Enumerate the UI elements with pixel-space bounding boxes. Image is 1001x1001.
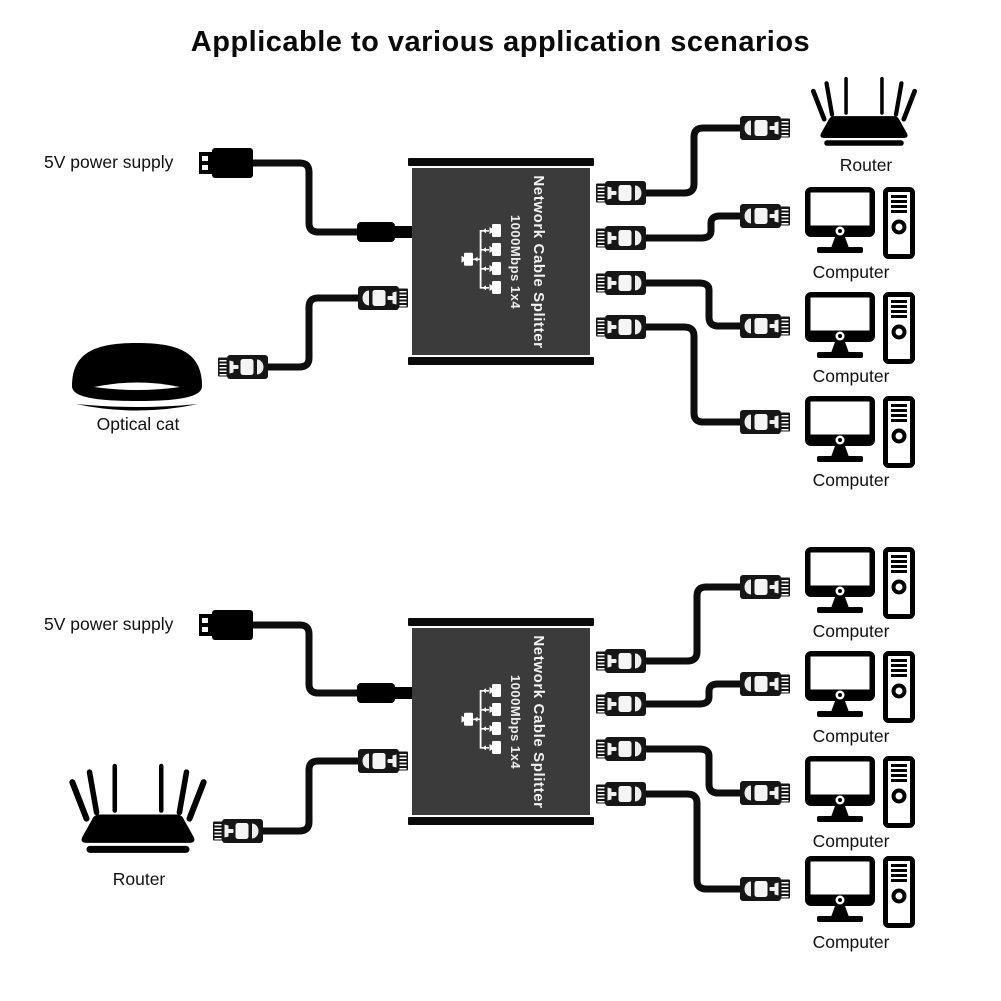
cable — [258, 757, 372, 835]
s1-output-label: Computer — [812, 262, 890, 282]
splitter-name: Network Cable Splitter — [530, 634, 547, 809]
rj45-connector-icon — [596, 692, 646, 716]
usb-plug-icon — [199, 148, 253, 178]
one-to-four-topology-icon — [455, 682, 501, 762]
rj45-connector-icon — [740, 781, 790, 805]
cable — [638, 279, 752, 330]
cable — [249, 621, 369, 697]
cable — [638, 124, 752, 197]
rj45-connector-icon — [740, 877, 790, 901]
rj45-connector-icon — [596, 737, 646, 761]
s1-output-label: Router — [839, 155, 893, 175]
page-title: Applicable to various application scenar… — [190, 26, 811, 58]
cable — [638, 680, 752, 708]
rj45-connector-icon — [596, 782, 646, 806]
usb-plug-icon — [199, 610, 253, 640]
router-icon — [60, 760, 216, 861]
rj45-connector-icon — [596, 315, 646, 339]
rj45-connector-icon — [740, 410, 790, 434]
router-icon — [797, 74, 931, 152]
s2-output-label: Computer — [812, 726, 890, 746]
splitter-spec: 1000Mbps 1x4 — [508, 214, 523, 309]
rj45-connector-icon — [358, 749, 408, 773]
splitter-end-cap — [408, 158, 594, 166]
rj45-connector-icon — [740, 672, 790, 696]
splitter-body: Network Cable Splitter 1000Mbps 1x4 — [412, 628, 590, 815]
cable — [249, 159, 369, 236]
computer-icon — [805, 547, 915, 619]
cable — [638, 323, 752, 426]
splitter-end-cap — [408, 357, 594, 365]
cable — [262, 294, 372, 371]
rj45-connector-icon — [596, 649, 646, 673]
rj45-connector-icon — [218, 355, 268, 379]
s2-power-supply-label: 5V power supply — [44, 614, 174, 634]
rj45-connector-icon — [740, 204, 790, 228]
rj45-connector-icon — [596, 271, 646, 295]
s2-output-label: Computer — [812, 831, 890, 851]
cable — [638, 745, 752, 797]
network-cable-splitter: Network Cable Splitter 1000Mbps 1x4 — [408, 158, 594, 365]
splitter-name: Network Cable Splitter — [530, 174, 547, 349]
optical-cat-icon — [66, 336, 208, 414]
s1-output-label: Computer — [812, 470, 890, 490]
computer-icon — [805, 396, 915, 468]
micro-usb-plug-icon — [357, 221, 412, 243]
rj45-connector-icon — [740, 575, 790, 599]
cable — [638, 790, 752, 893]
rj45-connector-icon — [596, 181, 646, 205]
s2-output-label: Computer — [812, 621, 890, 641]
s1-power-supply-label: 5V power supply — [44, 152, 174, 172]
cable — [638, 583, 752, 665]
splitter-body: Network Cable Splitter 1000Mbps 1x4 — [412, 168, 590, 355]
computer-icon — [805, 651, 915, 723]
cable — [638, 212, 752, 242]
one-to-four-topology-icon — [455, 222, 501, 302]
s2-output-label: Computer — [812, 932, 890, 952]
splitter-spec: 1000Mbps 1x4 — [508, 674, 523, 769]
s1-output-label: Computer — [812, 366, 890, 386]
computer-icon — [805, 292, 915, 364]
computer-icon — [805, 187, 915, 259]
splitter-end-cap — [408, 817, 594, 825]
rj45-connector-icon — [740, 116, 790, 140]
splitter-end-cap — [408, 618, 594, 626]
rj45-connector-icon — [213, 819, 263, 843]
computer-icon — [805, 756, 915, 828]
s2-source-label: Router — [112, 869, 166, 889]
rj45-connector-icon — [740, 314, 790, 338]
rj45-connector-icon — [596, 226, 646, 250]
rj45-connector-icon — [358, 286, 408, 310]
network-cable-splitter: Network Cable Splitter 1000Mbps 1x4 — [408, 618, 594, 825]
s1-source-label: Optical cat — [96, 414, 180, 434]
computer-icon — [805, 856, 915, 928]
micro-usb-plug-icon — [357, 682, 412, 704]
